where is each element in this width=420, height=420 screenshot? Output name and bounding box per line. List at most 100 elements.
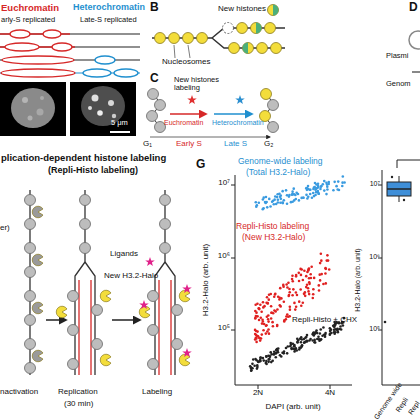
data-point — [291, 190, 294, 193]
data-point — [269, 205, 272, 208]
data-point — [258, 308, 261, 311]
data-point — [258, 319, 261, 322]
plasmid-icon — [409, 31, 420, 72]
data-point — [305, 336, 308, 339]
data-point — [251, 363, 254, 366]
data-point — [298, 300, 301, 303]
data-point — [282, 202, 285, 205]
data-point — [307, 287, 310, 290]
data-point — [285, 189, 288, 192]
data-point — [318, 284, 321, 287]
phase-label: Early S — [176, 140, 202, 149]
data-point — [302, 279, 305, 282]
data-point — [312, 293, 315, 296]
phase-label: Late S — [224, 140, 247, 149]
data-point — [255, 359, 258, 362]
tick-label: 4N — [325, 389, 335, 398]
data-point — [320, 259, 323, 262]
data-point — [267, 361, 270, 364]
data-point — [289, 305, 292, 308]
data-point — [319, 279, 322, 282]
data-point — [267, 358, 270, 361]
series-label: (New H3.2-Halo) — [242, 233, 305, 242]
callout-label: New histones — [218, 5, 266, 14]
data-point — [270, 311, 273, 314]
data-point — [309, 338, 312, 341]
data-point — [296, 294, 299, 297]
data-point — [336, 328, 339, 331]
data-point — [313, 334, 316, 337]
data-point — [324, 272, 327, 275]
callout-label: New H3.2-Halo — [104, 272, 158, 281]
data-point — [332, 189, 335, 192]
data-point — [329, 327, 332, 330]
tick-label: 2N — [253, 389, 263, 398]
data-point — [259, 356, 262, 359]
data-point — [295, 305, 298, 308]
data-point — [327, 259, 330, 262]
scatter-axes — [231, 175, 352, 389]
data-point — [301, 301, 304, 304]
panel-title: plication-dependent histone labeling — [1, 153, 166, 163]
data-point — [258, 201, 261, 204]
callout-label: Nucleosomes — [162, 58, 210, 67]
data-point — [325, 268, 328, 271]
data-point — [305, 275, 308, 278]
data-point — [255, 205, 258, 208]
data-point — [320, 185, 323, 188]
data-point — [333, 328, 336, 331]
data-point — [256, 364, 259, 367]
data-point — [300, 197, 303, 200]
data-point — [283, 199, 286, 202]
data-point — [265, 196, 268, 199]
data-point — [299, 346, 302, 349]
data-point — [312, 192, 315, 195]
data-point — [326, 183, 329, 186]
data-point — [293, 350, 296, 353]
data-point — [338, 189, 341, 192]
data-point — [300, 268, 303, 271]
data-point — [291, 280, 294, 283]
data-point — [300, 341, 303, 344]
data-point — [267, 318, 270, 321]
data-point — [274, 356, 277, 359]
data-point — [323, 180, 326, 183]
data-point — [259, 304, 262, 307]
panel-letter: B — [150, 1, 159, 14]
data-point — [295, 274, 298, 277]
data-point — [316, 191, 319, 194]
region-label: Heterochromatin — [73, 3, 145, 13]
data-point — [323, 189, 326, 192]
data-point — [290, 201, 293, 204]
panel-title: (Repli-Histo labeling) — [48, 166, 138, 176]
data-point — [285, 347, 288, 350]
data-point — [315, 183, 318, 186]
data-point — [258, 307, 261, 310]
data-point — [277, 201, 280, 204]
data-point — [282, 284, 285, 287]
data-point — [271, 311, 274, 314]
data-point — [256, 303, 259, 306]
data-point — [336, 327, 339, 330]
data-point — [317, 190, 320, 193]
data-point — [266, 296, 269, 299]
data-point — [278, 298, 281, 301]
data-point — [255, 201, 258, 204]
data-point — [266, 302, 269, 305]
data-point — [338, 328, 341, 331]
repli-histo-illustration — [25, 190, 192, 375]
data-point — [279, 305, 282, 308]
axis-title: H3.2-Halo (arb. unit) — [202, 244, 211, 316]
data-point — [306, 283, 309, 286]
data-point — [265, 201, 268, 204]
data-point — [324, 332, 327, 335]
callout-label: er) — [0, 224, 10, 233]
data-point — [287, 282, 290, 285]
data-point — [319, 262, 322, 265]
data-point — [328, 268, 331, 271]
data-point — [303, 341, 306, 344]
data-point — [298, 280, 301, 283]
data-point — [312, 288, 315, 291]
data-point — [255, 337, 258, 340]
data-point — [279, 354, 282, 357]
